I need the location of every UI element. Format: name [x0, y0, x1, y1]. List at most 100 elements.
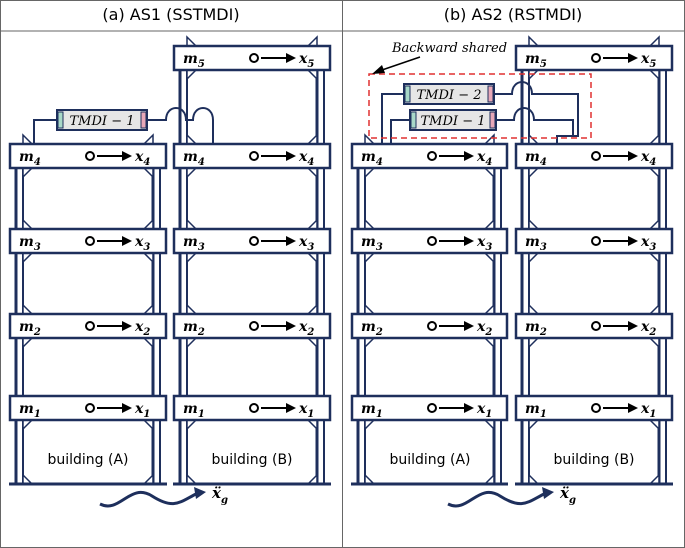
tmdi-right-cap: [489, 111, 496, 129]
mass-label-base: m: [525, 319, 540, 335]
corner-brace: [22, 419, 34, 431]
corner-brace: [648, 35, 660, 47]
corner-brace: [306, 337, 318, 349]
tmdi-right-cap: [487, 85, 494, 103]
mass-marker: [85, 321, 95, 331]
mass-label: m3: [525, 234, 547, 253]
displacement-label-base: x: [298, 319, 308, 335]
mass-label-sub: 4: [34, 157, 41, 168]
displacement-label: x1: [134, 401, 150, 420]
corner-brace: [22, 167, 34, 179]
displacement-label-sub: 3: [307, 242, 314, 253]
corner-brace: [364, 337, 376, 349]
mass-label-sub: 3: [540, 242, 547, 253]
tmdi-left-cap: [57, 111, 64, 129]
displacement-label-sub: 3: [143, 242, 150, 253]
corner-brace: [528, 337, 540, 349]
displacement-arrowhead: [122, 403, 132, 413]
tmdi-label: TMDI − 1: [421, 114, 486, 129]
mass-label: m4: [183, 149, 205, 168]
displacement-label: x4: [476, 149, 492, 168]
mass-marker: [249, 53, 259, 63]
displacement-label: x3: [298, 234, 314, 253]
corner-brace: [483, 419, 495, 431]
corner-brace: [186, 133, 198, 145]
floor-slab: [8, 312, 168, 340]
displacement-label-base: x: [298, 401, 308, 417]
displacement-label-base: x: [134, 319, 144, 335]
corner-brace: [648, 337, 660, 349]
displacement-label: x5: [640, 51, 656, 70]
corner-brace: [364, 419, 376, 431]
ground-arrowhead: [542, 487, 554, 499]
mass-label-base: m: [183, 401, 198, 417]
displacement-label-sub: 4: [485, 157, 492, 168]
mass-label-sub: 4: [540, 157, 547, 168]
mass-label-base: m: [525, 401, 540, 417]
tmdi-body: [409, 109, 497, 131]
corner-brace: [528, 133, 540, 145]
corner-brace: [142, 218, 154, 230]
displacement-label-sub: 2: [142, 327, 150, 338]
mass-label: m1: [525, 401, 547, 420]
displacement-label-base: x: [640, 234, 650, 250]
corner-brace: [648, 133, 660, 145]
corner-brace: [528, 167, 540, 179]
ground-accel-sub: g: [569, 495, 576, 506]
mass-label-base: m: [361, 401, 376, 417]
tmdi-1: TMDI − 1: [56, 109, 148, 131]
displacement-label: x2: [476, 319, 492, 338]
corner-brace: [186, 167, 198, 179]
floor-slab: [514, 394, 674, 422]
corner-brace: [142, 133, 154, 145]
corner-brace: [528, 218, 540, 230]
displacement-label-sub: 5: [649, 59, 656, 70]
displacement-label-sub: 3: [649, 242, 656, 253]
mass-label-base: m: [19, 149, 34, 165]
displacement-label: x3: [640, 234, 656, 253]
mass-label-sub: 4: [198, 157, 205, 168]
corner-brace: [483, 167, 495, 179]
mass-label: m1: [361, 401, 383, 420]
ground-excitation: ẍg: [447, 484, 576, 508]
displacement-label-sub: 2: [484, 327, 492, 338]
ground-accel-symbol: ẍ: [559, 484, 570, 502]
panel-b-title: (b) AS2 (RSTMDI): [444, 5, 582, 24]
corner-brace: [364, 133, 376, 145]
ground-accel-sub: g: [221, 495, 228, 506]
displacement-arrowhead: [628, 236, 638, 246]
mass-label: m5: [183, 51, 205, 70]
mass-marker: [591, 53, 601, 63]
ground-arrowhead: [194, 487, 206, 499]
mass-label-base: m: [183, 51, 198, 67]
displacement-label-sub: 3: [485, 242, 492, 253]
displacement-label-base: x: [476, 234, 486, 250]
displacement-label: x2: [640, 319, 656, 338]
corner-brace: [364, 303, 376, 315]
displacement-label: x4: [640, 149, 656, 168]
mass-label-base: m: [525, 51, 540, 67]
displacement-label: x4: [134, 149, 150, 168]
mass-label-sub: 3: [198, 242, 205, 253]
displacement-arrowhead: [122, 321, 132, 331]
mass-marker: [591, 403, 601, 413]
corner-brace: [306, 167, 318, 179]
corner-brace: [22, 303, 34, 315]
displacement-label: x1: [298, 401, 314, 420]
corner-brace: [22, 133, 34, 145]
corner-brace: [528, 252, 540, 264]
mass-label-sub: 1: [34, 409, 41, 420]
mass-label-base: m: [183, 234, 198, 250]
corner-brace: [186, 35, 198, 47]
displacement-arrowhead: [286, 403, 296, 413]
mass-label: m5: [525, 51, 547, 70]
backward-shared-box: [368, 73, 592, 139]
mass-marker: [249, 403, 259, 413]
mass-marker: [591, 236, 601, 246]
mass-marker: [249, 321, 259, 331]
mass-label: m2: [19, 319, 41, 338]
corner-brace: [648, 419, 660, 431]
